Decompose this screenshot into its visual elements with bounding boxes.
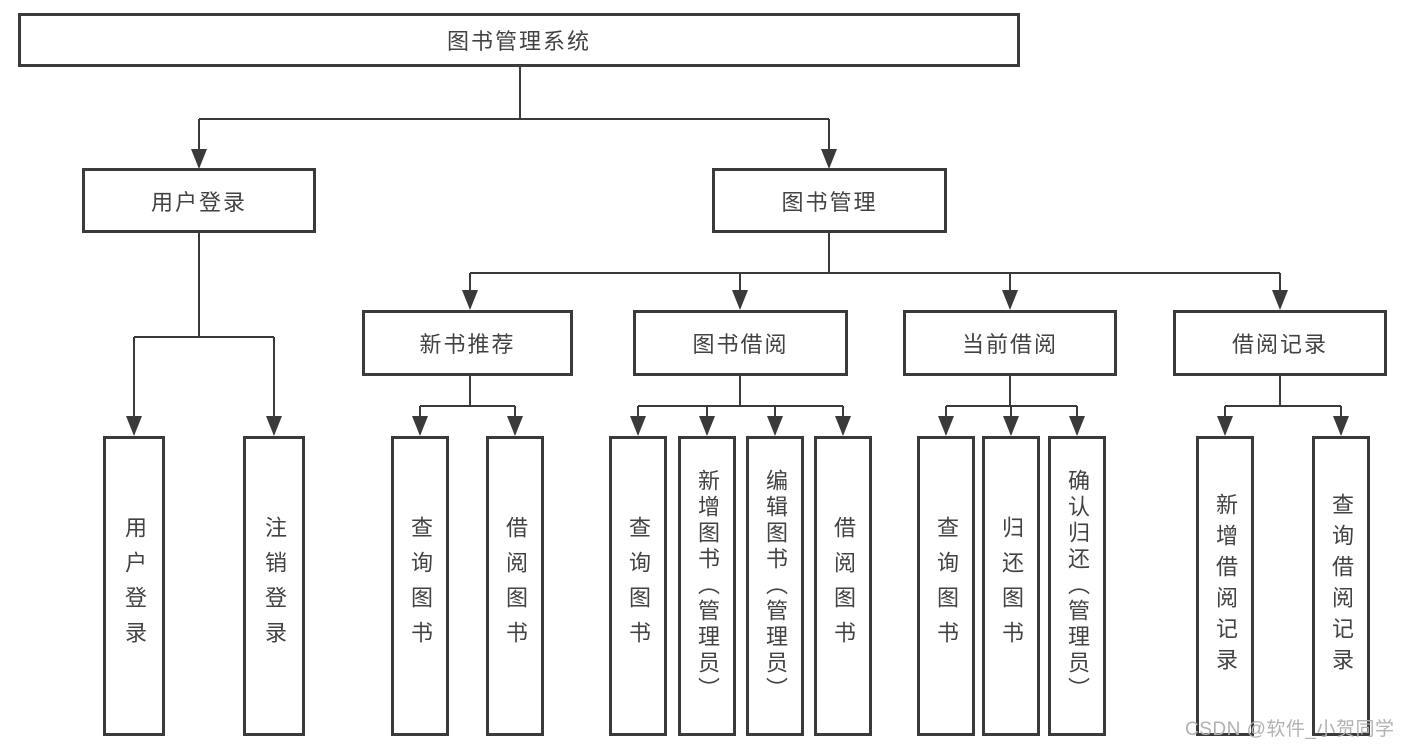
leaf-edit-books-admin: 编辑图书（管理员） xyxy=(746,436,804,736)
node-book-management: 图书管理 xyxy=(712,168,947,233)
node-root: 图书管理系统 xyxy=(18,13,1020,67)
leaf-label: 借阅图书 xyxy=(831,516,856,656)
connector-book-borrow-to-leaves xyxy=(630,376,851,436)
node-borrow-records: 借阅记录 xyxy=(1173,310,1387,376)
leaf-label: 确认归还（管理员） xyxy=(1065,469,1090,703)
connector-book-management-to-level3 xyxy=(462,233,1288,310)
watermark: CSDN @软件_小贺同学 xyxy=(1185,719,1395,740)
leaf-add-books-admin: 新增图书（管理员） xyxy=(678,436,736,736)
connector-current-borrow-to-leaves xyxy=(938,376,1085,436)
leaf-label: 查询图书 xyxy=(626,516,651,656)
leaf-user-login: 用户登录 xyxy=(103,436,165,736)
connector-new-book-recommend-to-leaves xyxy=(412,376,523,436)
node-new-book-recommend: 新书推荐 xyxy=(362,310,573,376)
leaf-label: 查询图书 xyxy=(408,516,433,656)
connector-user-login-to-leaves xyxy=(126,233,282,436)
connector-root-to-level2 xyxy=(191,67,837,169)
leaf-label: 归还图书 xyxy=(999,516,1024,656)
leaf-query-books-3: 查询图书 xyxy=(917,436,975,736)
leaf-query-borrow-record: 查询借阅记录 xyxy=(1312,436,1370,736)
leaf-query-books-2: 查询图书 xyxy=(609,436,667,736)
leaf-return-books: 归还图书 xyxy=(982,436,1040,736)
node-current-borrow: 当前借阅 xyxy=(903,310,1117,376)
leaf-label: 新增图书（管理员） xyxy=(695,469,720,703)
leaf-label: 查询图书 xyxy=(934,516,959,656)
leaf-borrow-books-1: 借阅图书 xyxy=(486,436,544,736)
leaf-query-books-1: 查询图书 xyxy=(391,436,449,736)
leaf-label: 用户登录 xyxy=(122,516,147,656)
connector-borrow-records-to-leaves xyxy=(1217,376,1349,436)
leaf-confirm-return-admin: 确认归还（管理员） xyxy=(1048,436,1106,736)
leaf-borrow-books-2: 借阅图书 xyxy=(814,436,872,736)
leaf-label: 注销登录 xyxy=(262,516,287,656)
leaf-add-borrow-record: 新增借阅记录 xyxy=(1196,436,1254,736)
node-book-borrow: 图书借阅 xyxy=(633,310,848,376)
leaf-logout: 注销登录 xyxy=(243,436,305,736)
node-user-login: 用户登录 xyxy=(82,168,316,233)
leaf-label: 查询借阅记录 xyxy=(1329,493,1354,679)
leaf-label: 编辑图书（管理员） xyxy=(763,469,788,703)
leaf-label: 借阅图书 xyxy=(503,516,528,656)
leaf-label: 新增借阅记录 xyxy=(1213,493,1238,679)
